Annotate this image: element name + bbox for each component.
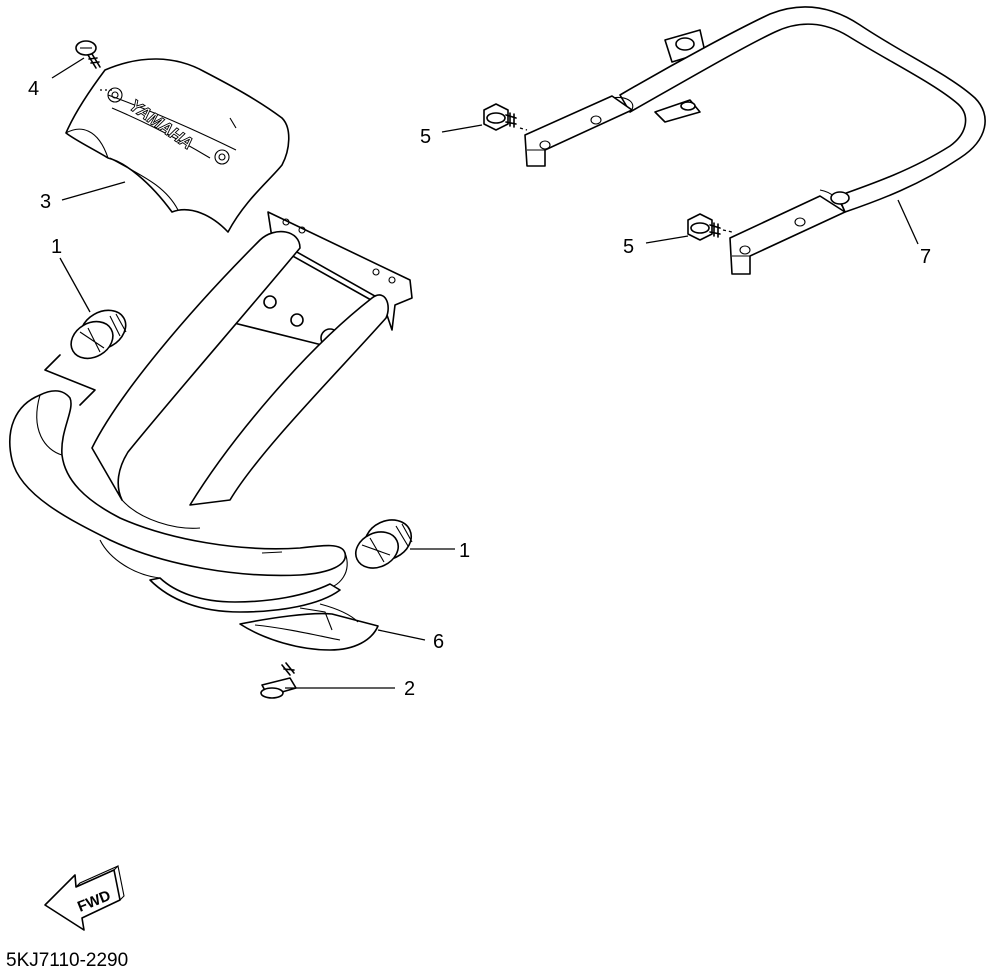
grip-end-lower: [355, 519, 413, 569]
handlebar: [9, 211, 413, 613]
callout-7: 7: [920, 246, 931, 268]
callout-3: 3: [40, 191, 51, 213]
leader-lines: [51, 57, 919, 689]
bar-part-7: [524, 6, 986, 275]
bolt-part-5-lower: [687, 213, 721, 241]
callout-1-upper: 1: [51, 236, 62, 258]
bolt-part-5-upper: [483, 103, 517, 131]
callout-5-lower: 5: [623, 236, 634, 258]
callout-5-upper: 5: [420, 126, 431, 148]
bolt-part-2: [260, 662, 297, 699]
handlebar-cover: YAMAHA: [65, 58, 290, 233]
callout-1-lower: 1: [459, 540, 470, 562]
guard-part-6: [239, 603, 379, 651]
document-code: 5KJ7110-2290: [6, 950, 128, 971]
grip-end-upper: [70, 309, 127, 360]
callout-4: 4: [28, 78, 39, 100]
grip-end-upper-leader-step: [44, 354, 96, 406]
screw-part-4: [75, 40, 101, 69]
fwd-arrow-icon: FWD: [44, 864, 125, 931]
callout-2: 2: [404, 678, 415, 700]
callout-6: 6: [433, 631, 444, 653]
